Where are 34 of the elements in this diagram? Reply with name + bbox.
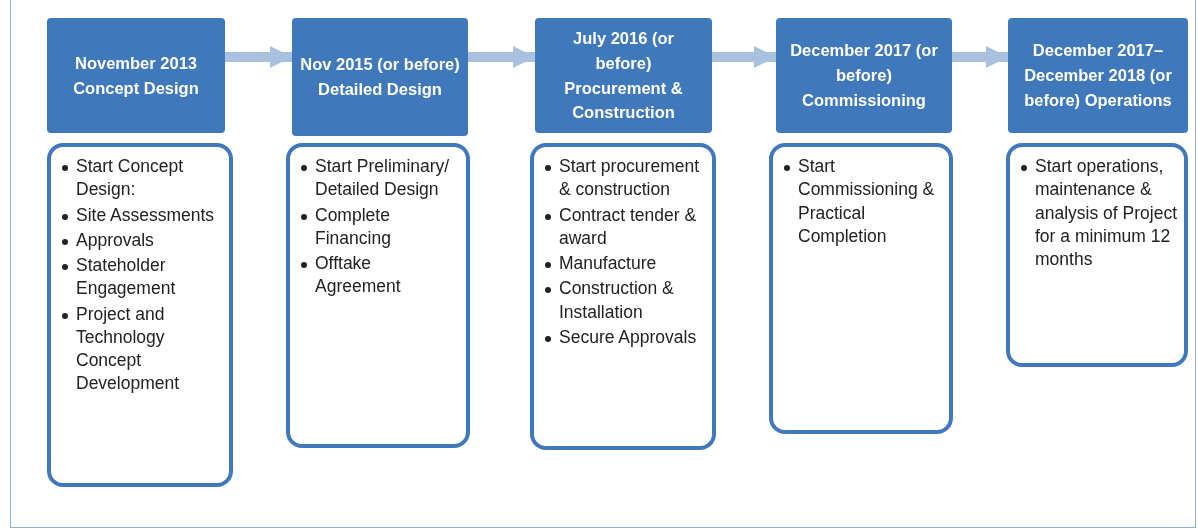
arrow xyxy=(952,46,1008,68)
phase-header-box xyxy=(776,18,952,133)
bullet-text: Start Concept Design: xyxy=(76,156,183,200)
bullet-text: Offtake Agreement xyxy=(315,253,401,297)
bullet-text: Approvals xyxy=(76,229,154,250)
bullet-text: Contract tender & award xyxy=(559,204,697,248)
phase-header-box xyxy=(1008,18,1188,133)
bullet-text: Start Commissioning & Practical Completion xyxy=(798,156,935,246)
task-list-box xyxy=(47,143,233,487)
arrow xyxy=(712,46,776,68)
bullet-text: Construction & Installation xyxy=(559,278,674,322)
task-list-box xyxy=(530,143,716,450)
task-list-box xyxy=(286,143,470,448)
phase-title: Nov 2015 (or before) Detailed Design xyxy=(300,54,460,100)
bullet-text: Manufacture xyxy=(559,253,657,274)
task-list-box xyxy=(769,143,953,434)
arrow xyxy=(225,46,292,68)
task-list-box xyxy=(1006,143,1188,367)
phase-header-box xyxy=(292,18,468,136)
bullet-text: Start procurement & construction xyxy=(559,156,700,200)
bullet-text: Secure Approvals xyxy=(559,326,697,347)
phase-title: July 2016 (or before) Procurement & Construction xyxy=(563,28,684,124)
bullet-text: Start operations, maintenance & analysis of Project for a minimum 12 months xyxy=(1035,156,1177,270)
phase-title: December 2017– December 2018 (or before) Operations xyxy=(1023,40,1173,111)
phase-title: November 2013 Concept Design xyxy=(72,52,200,99)
bullet-text: Site Assessments xyxy=(76,204,215,225)
arrow xyxy=(468,46,535,68)
bullet-text: Start Preliminary/ Detailed Design xyxy=(315,156,450,200)
bullet-text: Project and Technology Concept Development xyxy=(76,303,180,394)
bullet-text: Stateholder Engagement xyxy=(76,255,176,299)
phase-header-box xyxy=(535,18,712,133)
bullet-text: Complete Financing xyxy=(315,204,391,248)
phase-title: December 2017 (or before) Commissioning xyxy=(789,40,939,111)
phase-header-box xyxy=(47,18,225,133)
